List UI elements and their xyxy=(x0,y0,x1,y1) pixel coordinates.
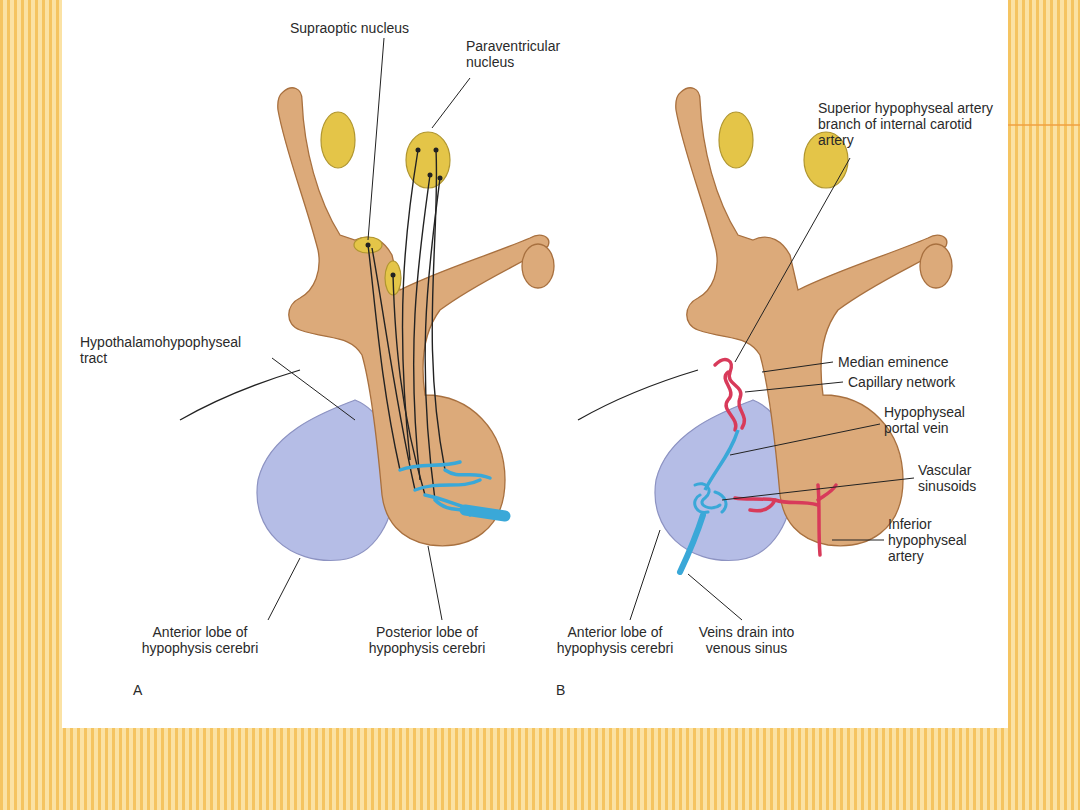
callout-label: Anterior lobe of hypophysis cerebri xyxy=(540,624,690,656)
callout-label: Hypothalamohypophyseal tract xyxy=(80,334,260,366)
callout-label: Anterior lobe of hypophysis cerebri xyxy=(125,624,275,656)
callout-label: Inferior hypophyseal artery xyxy=(888,516,988,564)
callout-label: Posterior lobe of hypophysis cerebri xyxy=(352,624,502,656)
callout-label: B xyxy=(556,682,586,698)
callout-label: Paraventricular nucleus xyxy=(466,38,574,70)
callout-label: Vascular sinusoids xyxy=(918,462,1003,494)
callout-label: Supraoptic nucleus xyxy=(290,20,450,36)
callout-label: Capillary network xyxy=(848,374,1003,390)
callout-label: A xyxy=(133,682,163,698)
callout-label: Median eminence xyxy=(838,354,998,370)
callout-label: Veins drain into venous sinus xyxy=(684,624,809,656)
callout-label: Superior hypophyseal artery branch of in… xyxy=(818,100,1000,148)
callout-label: Hypophyseal portal vein xyxy=(884,404,994,436)
